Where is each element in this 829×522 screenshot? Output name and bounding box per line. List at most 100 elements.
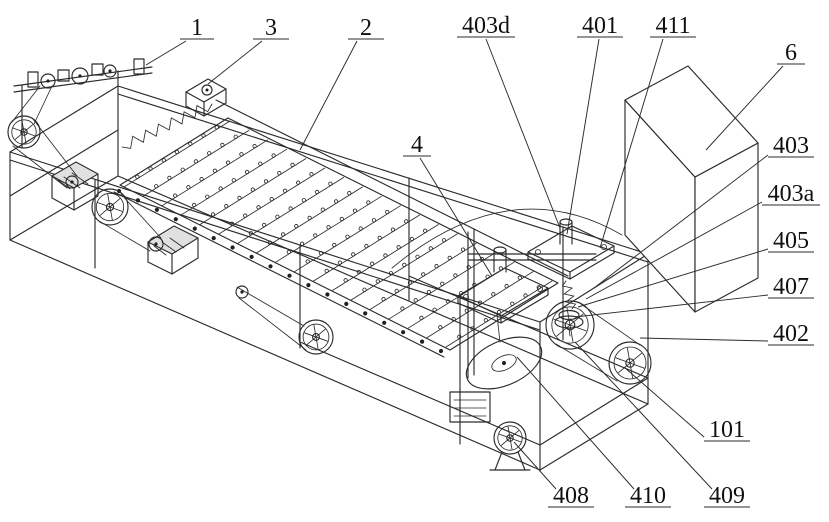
leader-line	[574, 294, 769, 318]
ref-number: 408	[553, 483, 589, 509]
control-box	[449, 391, 491, 423]
leader-line	[419, 157, 493, 277]
pulley	[235, 285, 249, 299]
ref-number: 403	[773, 133, 809, 159]
chain-link-dot	[420, 339, 425, 344]
roller	[420, 271, 534, 344]
pulley	[71, 67, 89, 85]
wheel	[545, 300, 595, 350]
leader-line	[639, 337, 769, 342]
chain-link-dot	[154, 207, 159, 212]
leader-line	[566, 38, 600, 235]
roller	[135, 129, 250, 203]
compression-spring	[561, 280, 577, 310]
wheel-stand	[489, 451, 531, 471]
ref-number: 410	[630, 483, 666, 509]
roller	[211, 167, 326, 241]
motor-mid	[147, 225, 199, 275]
roller	[173, 148, 288, 222]
ref-label-405: 405	[577, 228, 814, 308]
wheel	[493, 421, 527, 455]
ref-number: 407	[773, 274, 809, 300]
pulley	[65, 175, 79, 189]
roller	[363, 242, 477, 316]
leader-line	[599, 38, 664, 249]
collection-box	[624, 65, 759, 313]
leader-line	[299, 40, 358, 151]
pulley	[40, 73, 56, 89]
leader-line	[585, 201, 763, 300]
guide-arc	[391, 208, 623, 269]
leader-line	[207, 40, 263, 85]
ref-label-407: 407	[574, 274, 814, 318]
roller	[382, 252, 496, 325]
roller	[438, 280, 553, 354]
wheels-and-pulleys	[7, 64, 652, 455]
chain-link-dot	[287, 273, 292, 278]
ref-label-3: 3	[207, 15, 289, 85]
roller	[306, 214, 420, 288]
roller	[325, 224, 439, 297]
chain-link-dot	[249, 254, 254, 259]
ref-number: 403d	[462, 13, 510, 39]
chain-link-dot	[173, 217, 178, 222]
belts	[11, 85, 641, 382]
ref-number: 409	[709, 483, 745, 509]
ref-number: 411	[655, 13, 690, 39]
wheel	[608, 341, 652, 385]
chain-link-dot	[344, 301, 349, 306]
roller	[249, 186, 364, 259]
leader-line	[513, 441, 557, 490]
chain-link-dot	[401, 330, 406, 335]
leader-line	[705, 65, 784, 151]
chain-link-dot	[192, 226, 197, 231]
roller	[344, 233, 458, 306]
upper-mounting-plate	[527, 225, 615, 280]
ref-label-410: 410	[516, 356, 671, 509]
ref-number: 6	[785, 40, 797, 66]
ref-number: 405	[773, 228, 809, 254]
ref-number: 3	[265, 15, 277, 41]
roller	[287, 205, 401, 278]
roller	[192, 158, 307, 231]
chain-link-dot	[268, 264, 273, 269]
roller	[154, 139, 269, 212]
chain-link-dot	[230, 245, 235, 250]
leader-line	[574, 341, 713, 490]
roller	[268, 195, 382, 269]
ref-label-1: 1	[145, 15, 214, 66]
wheel	[91, 188, 129, 226]
wheel	[298, 319, 334, 355]
chain-link-dot	[211, 236, 216, 241]
ref-label-409: 409	[574, 341, 750, 509]
chain-link-dot	[135, 198, 140, 203]
roller	[230, 177, 345, 250]
washer-stack	[554, 309, 584, 337]
ref-number: 401	[582, 13, 618, 39]
ref-number: 2	[360, 15, 372, 41]
leader-line	[145, 40, 187, 66]
chain-link-dot	[382, 320, 387, 325]
chain-link-dot	[438, 348, 444, 354]
ref-label-4: 4	[403, 132, 493, 277]
leader-line	[577, 248, 769, 308]
ref-number: 1	[191, 15, 203, 41]
ref-label-402: 402	[639, 321, 814, 347]
wheel	[7, 115, 41, 149]
ref-label-411: 411	[599, 13, 696, 249]
rotary-disc	[465, 336, 543, 390]
springs	[121, 103, 577, 310]
lower-cylinder	[493, 246, 507, 273]
gearbox	[185, 78, 227, 117]
pulley	[148, 236, 164, 252]
discharge-frame	[467, 228, 597, 379]
ref-number: 403a	[768, 181, 815, 207]
ref-number: 101	[709, 417, 745, 443]
ref-number: 4	[411, 132, 423, 158]
chain-link-dot	[306, 283, 311, 288]
ref-label-2: 2	[299, 15, 384, 151]
machine-frame	[9, 85, 649, 471]
pulley	[103, 64, 117, 78]
